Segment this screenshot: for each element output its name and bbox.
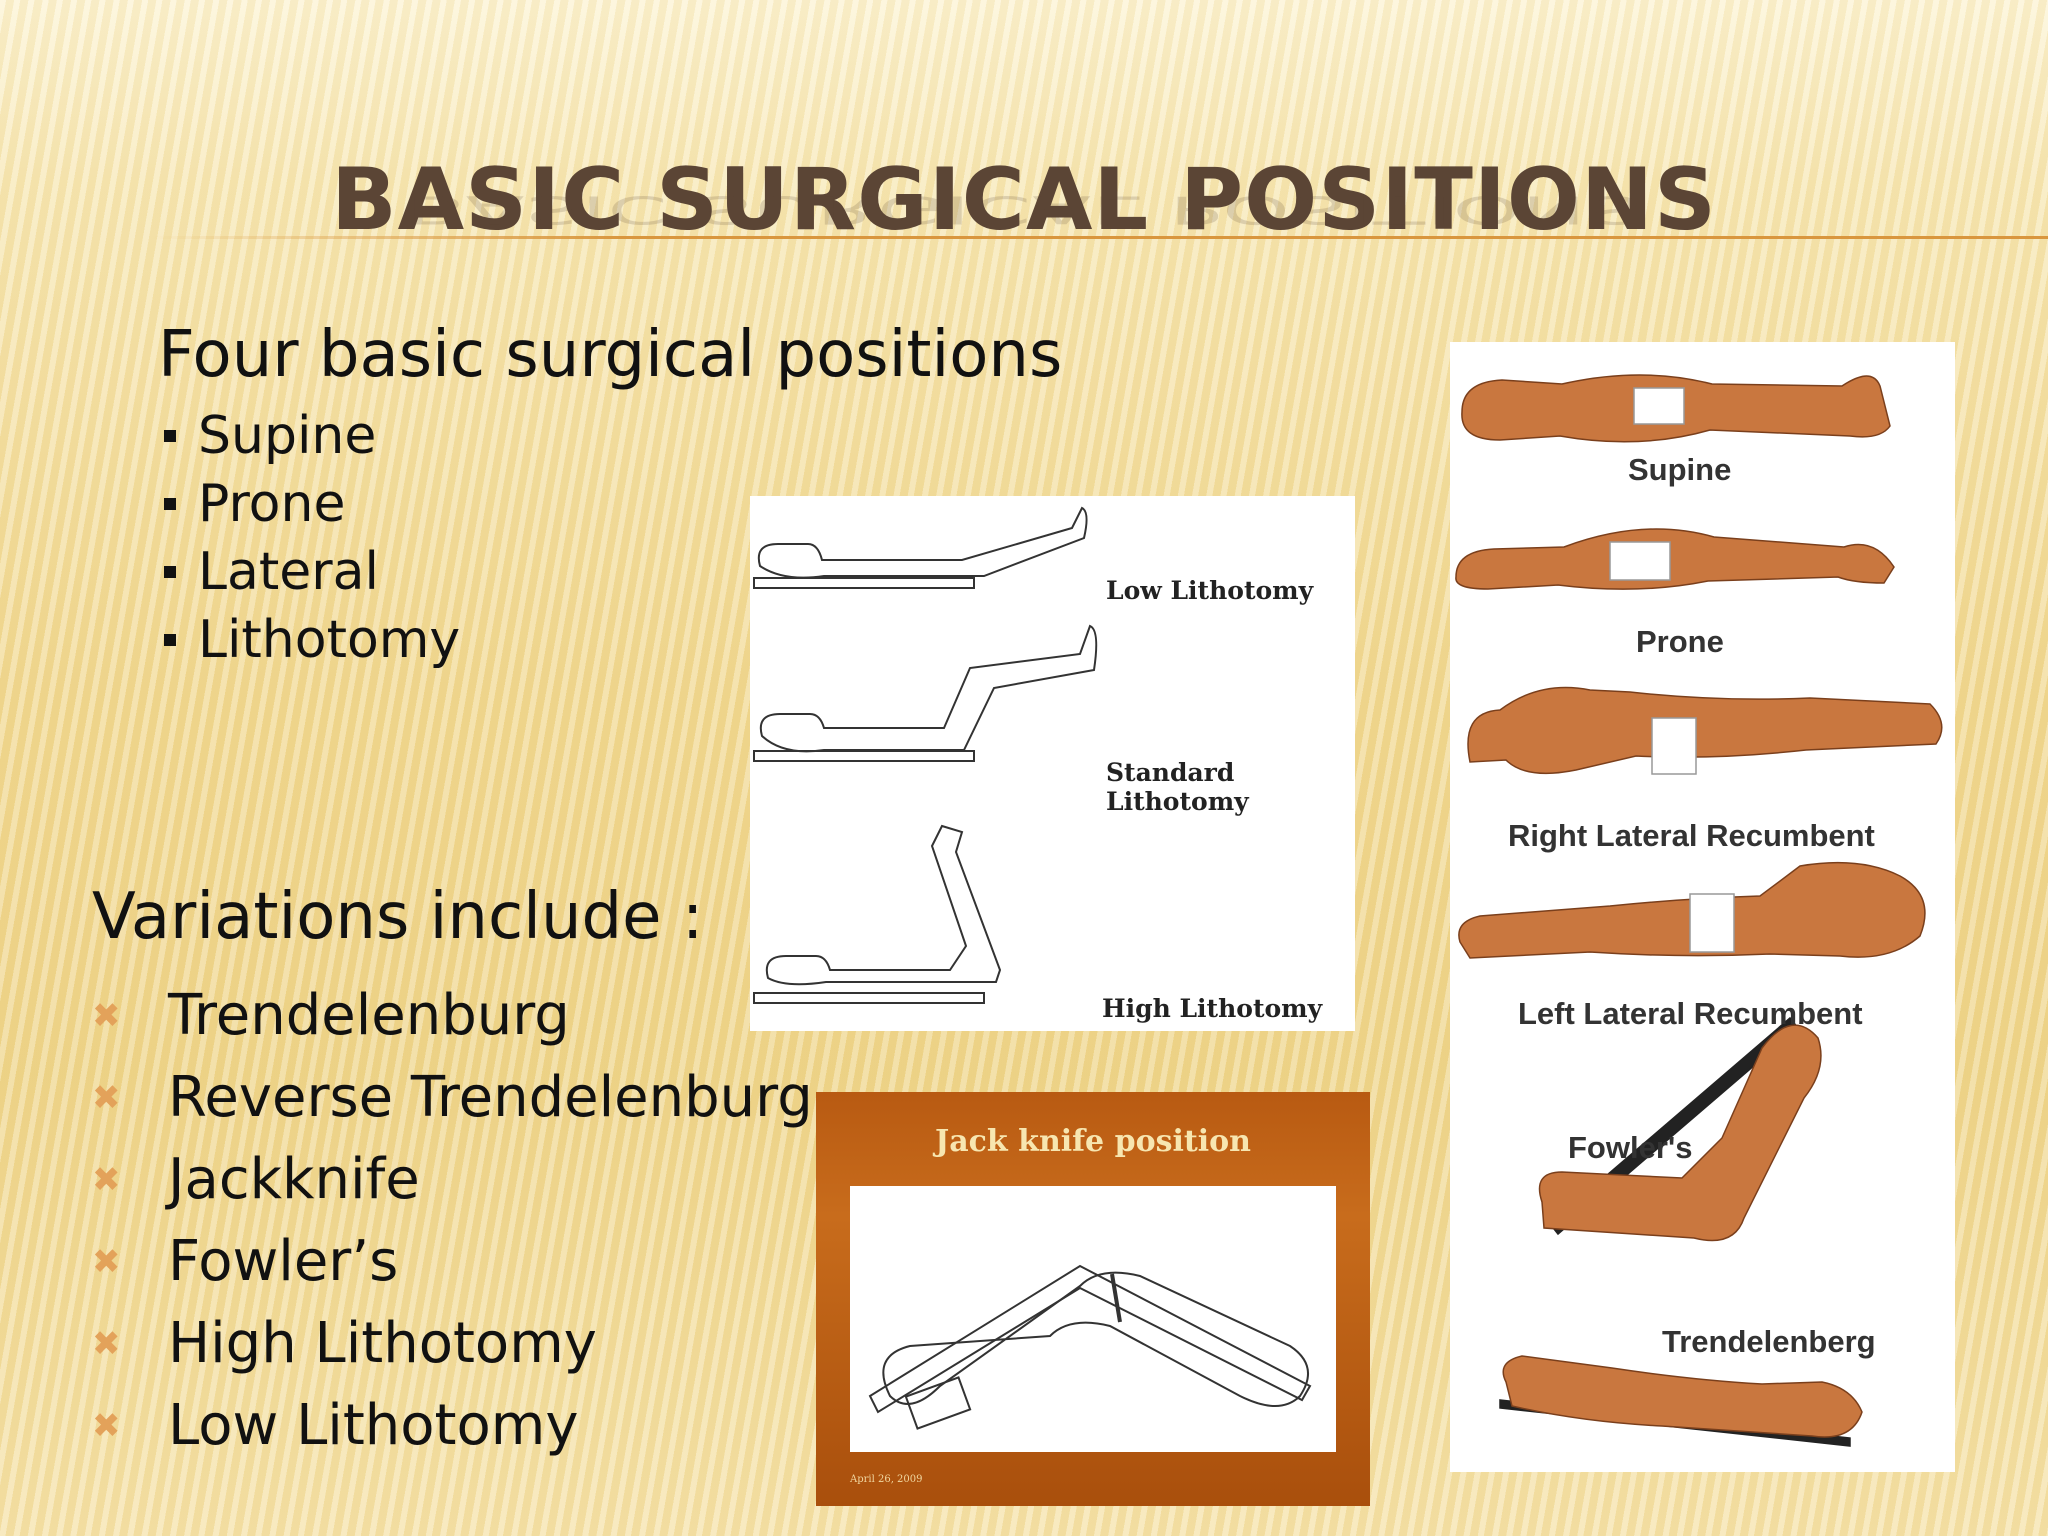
- list-item: ✖ High Lithotomy: [92, 1303, 813, 1385]
- label-prone: Prone: [1636, 624, 1724, 659]
- jackknife-drawing-area: [850, 1186, 1336, 1452]
- jackknife-figure: Jack knife position April 26, 2009: [816, 1092, 1370, 1506]
- label-fowlers: Fowler's: [1568, 1130, 1693, 1165]
- jackknife-date: April 26, 2009: [850, 1474, 923, 1485]
- label-low-lithotomy: Low Lithotomy: [1106, 576, 1314, 605]
- list-item: Prone: [160, 470, 460, 538]
- intro-text: Four basic surgical positions: [158, 318, 1063, 392]
- figure-prone: [1455, 528, 1895, 590]
- position-figures: [1455, 374, 1943, 1447]
- table-high: [753, 992, 985, 1004]
- garment-right-lateral: [1651, 717, 1697, 775]
- list-item: Supine: [160, 402, 460, 470]
- list-item: ✖ Trendelenburg: [92, 975, 813, 1057]
- list-item-label: Trendelenburg: [168, 983, 570, 1048]
- list-item-label: Prone: [198, 474, 346, 534]
- square-bullet-icon: [164, 498, 176, 510]
- head-rest: [904, 1376, 972, 1430]
- list-item-label: Jackknife: [168, 1147, 420, 1212]
- list-item-label: Reverse Trendelenburg: [168, 1065, 813, 1130]
- figure-fowlers: [1538, 1024, 1822, 1242]
- title-underline: [150, 236, 2048, 239]
- label-supine: Supine: [1628, 452, 1732, 487]
- table-jackknife: [868, 1264, 1312, 1414]
- label-right-lateral-recumbent: Right Lateral Recumbent: [1508, 818, 1875, 853]
- safety-strap: [1110, 1273, 1122, 1323]
- cross-bullet-icon: ✖: [92, 1078, 121, 1118]
- label-left-lateral-recumbent: Left Lateral Recumbent: [1518, 996, 1863, 1031]
- list-item: ✖ Jackknife: [92, 1139, 813, 1221]
- square-bullet-icon: [164, 634, 176, 646]
- garment-prone: [1609, 541, 1671, 581]
- variations-list: ✖ Trendelenburg ✖ Reverse Trendelenburg ✖ J…: [92, 975, 813, 1467]
- list-item: Lateral: [160, 538, 460, 606]
- list-item-label: Lithotomy: [198, 610, 461, 670]
- patient-standard: [759, 624, 1098, 753]
- cross-bullet-icon: ✖: [92, 996, 121, 1036]
- list-item-label: High Lithotomy: [168, 1311, 597, 1376]
- cross-bullet-icon: ✖: [92, 1324, 121, 1364]
- label-high-lithotomy: High Lithotomy: [1102, 994, 1323, 1023]
- table-low: [753, 577, 975, 589]
- slide-title-reflection: Basic Surgical Positions: [405, 187, 1643, 232]
- jackknife-title: Jack knife position: [935, 1124, 1251, 1159]
- slide-title: Basic Surgical Positions: [331, 150, 1717, 250]
- garment-supine: [1633, 387, 1685, 425]
- basic-positions-list: Supine Prone Lateral Lithotomy: [160, 402, 460, 674]
- figure-right-lateral: [1467, 686, 1943, 775]
- cross-bullet-icon: ✖: [92, 1242, 121, 1282]
- label-standard-lithotomy: Standard Lithotomy: [1106, 758, 1249, 816]
- patient-high: [765, 824, 1002, 986]
- cross-bullet-icon: ✖: [92, 1160, 121, 1200]
- list-item: ✖ Fowler’s: [92, 1221, 813, 1303]
- patient-jackknife: [882, 1271, 1309, 1407]
- list-item: ✖ Low Lithotomy: [92, 1385, 813, 1467]
- list-item-label: Supine: [198, 406, 377, 466]
- list-item-label: Lateral: [198, 542, 379, 602]
- list-item: Lithotomy: [160, 606, 460, 674]
- variations-heading: Variations include :: [92, 880, 704, 954]
- lithotomy-drawings: [753, 506, 1098, 1004]
- list-item: ✖ Reverse Trendelenburg: [92, 1057, 813, 1139]
- square-bullet-icon: [164, 430, 176, 442]
- figure-trendelenberg: [1502, 1355, 1863, 1438]
- label-trendelenberg: Trendelenberg: [1662, 1324, 1876, 1359]
- list-item-label: Low Lithotomy: [168, 1393, 579, 1458]
- list-item-label: Fowler’s: [168, 1229, 399, 1294]
- positions-figure: Supine Prone Right Lateral Recumbent Lef…: [1450, 342, 1955, 1472]
- cross-bullet-icon: ✖: [92, 1406, 121, 1446]
- square-bullet-icon: [164, 566, 176, 578]
- garment-left-lateral: [1689, 893, 1735, 953]
- table-standard: [753, 750, 975, 762]
- patient-low: [757, 506, 1088, 579]
- jackknife-drawing: [868, 1264, 1312, 1430]
- lithotomy-figure: Low Lithotomy Standard Lithotomy High Li…: [750, 496, 1355, 1031]
